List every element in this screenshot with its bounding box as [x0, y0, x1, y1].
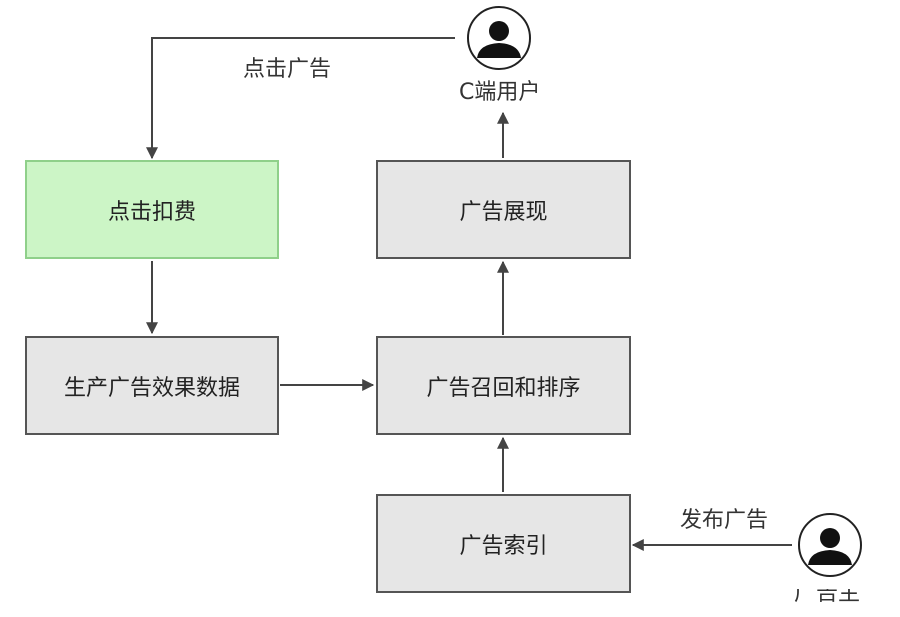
advertiser-icon [798, 513, 862, 577]
edge-label-publish-ad: 发布广告 [680, 508, 769, 533]
node-produce-data-label: 生产广告效果数据 [63, 375, 240, 401]
edge-label-click-ad: 点击广告 [243, 57, 332, 82]
node-produce-data: 生产广告效果数据 [25, 336, 279, 435]
node-click-charge: 点击扣费 [25, 160, 279, 259]
user-icon [467, 6, 531, 70]
node-recall-rank-label: 广告召回和排序 [426, 375, 581, 401]
node-recall-rank: 广告召回和排序 [376, 336, 631, 435]
node-ad-display-label: 广告展现 [459, 199, 548, 225]
node-ad-index: 广告索引 [376, 494, 631, 593]
actor-label-advertiser-text: 广告主 [794, 589, 861, 603]
actor-label-advertiser: 广告主 [794, 589, 874, 603]
node-ad-display: 广告展现 [376, 160, 631, 259]
edge-click-ad [146, 37, 455, 160]
node-ad-index-label: 广告索引 [459, 533, 548, 559]
node-click-charge-label: 点击扣费 [107, 199, 196, 225]
actor-label-c-user: C端用户 [459, 80, 541, 105]
